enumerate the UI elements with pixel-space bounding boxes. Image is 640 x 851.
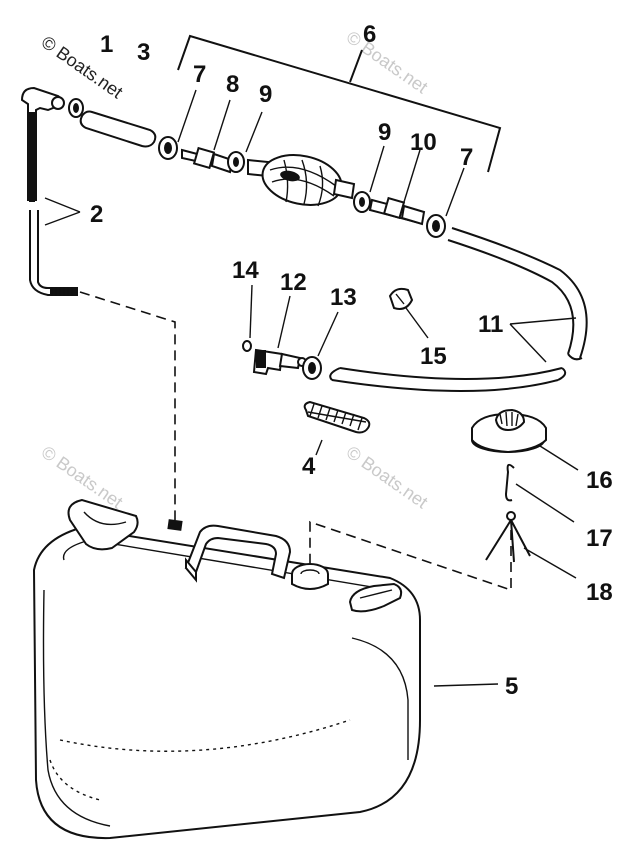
leader-6 xyxy=(349,49,363,83)
leader-10 xyxy=(403,149,421,203)
leader-12 xyxy=(277,295,291,349)
dashed-tube-to-tank xyxy=(79,291,176,520)
cap-part-15 xyxy=(388,287,414,310)
leader-4 xyxy=(315,439,323,456)
callout-2: 2 xyxy=(90,201,103,228)
pickup-tube-part-2 xyxy=(20,86,78,296)
leader-7-left xyxy=(177,89,197,143)
leader-18 xyxy=(523,547,577,579)
fitting-part-10 xyxy=(368,196,426,226)
fitting-part-8 xyxy=(181,146,234,174)
fuel-tank-part-1 xyxy=(32,498,421,840)
connector-part-12 xyxy=(252,348,307,376)
leader-15 xyxy=(405,307,429,339)
leader-11 xyxy=(509,317,577,363)
callout-12: 12 xyxy=(280,269,307,296)
watermark-top-right: © Boats.net xyxy=(343,27,432,97)
callout-10: 10 xyxy=(410,129,437,156)
clamp-part-9-left xyxy=(227,151,245,173)
vent-spring-part-18 xyxy=(485,511,531,563)
leader-2 xyxy=(44,197,81,226)
hook-part-17 xyxy=(504,463,515,502)
callout-11: 11 xyxy=(478,311,503,338)
leader-7-right xyxy=(445,167,465,217)
leader-14 xyxy=(249,284,253,339)
callout-6: 6 xyxy=(363,21,376,48)
callout-13: 13 xyxy=(330,284,357,311)
hose-part-11 xyxy=(329,227,588,392)
filter-part-4 xyxy=(303,400,371,434)
callout-3: 1 xyxy=(100,31,113,58)
callout-8: 8 xyxy=(226,71,239,98)
leader-9-left xyxy=(245,111,263,153)
callout-18: 18 xyxy=(586,579,613,606)
hose-part-5 xyxy=(79,110,157,148)
dashed-vent-to-tank xyxy=(309,520,512,592)
callout-9-left: 9 xyxy=(259,81,272,108)
callout-7-left: 7 xyxy=(193,61,206,88)
callout-14: 14 xyxy=(232,257,259,284)
leader-9-right xyxy=(369,145,385,193)
fuel-cap-part-16 xyxy=(471,408,547,454)
clamp-part-13 xyxy=(302,356,322,380)
callout-15: 15 xyxy=(420,343,447,370)
bracket-6 xyxy=(177,34,502,173)
clamp-part-7-right xyxy=(426,214,446,238)
clamp-part-3 xyxy=(68,98,84,118)
leader-17 xyxy=(515,483,575,523)
leader-13 xyxy=(317,311,339,357)
callout-4: 4 xyxy=(302,453,316,480)
watermark-mid-right: © Boats.net xyxy=(343,442,432,512)
leader-8 xyxy=(213,99,231,151)
primer-bulb xyxy=(247,154,356,207)
o-ring-part-14 xyxy=(242,340,252,352)
clamp-part-9-right xyxy=(353,191,371,213)
callout-16: 16 xyxy=(586,467,613,494)
callout-7-right: 7 xyxy=(460,144,473,171)
clamp-part-7-left xyxy=(158,136,178,160)
callout-5: 3 xyxy=(137,39,150,66)
leader-16 xyxy=(539,445,579,471)
callout-9-right: 9 xyxy=(378,119,391,146)
leader-1 xyxy=(433,683,499,687)
callout-1: 5 xyxy=(505,673,518,700)
callout-17: 17 xyxy=(586,525,613,552)
